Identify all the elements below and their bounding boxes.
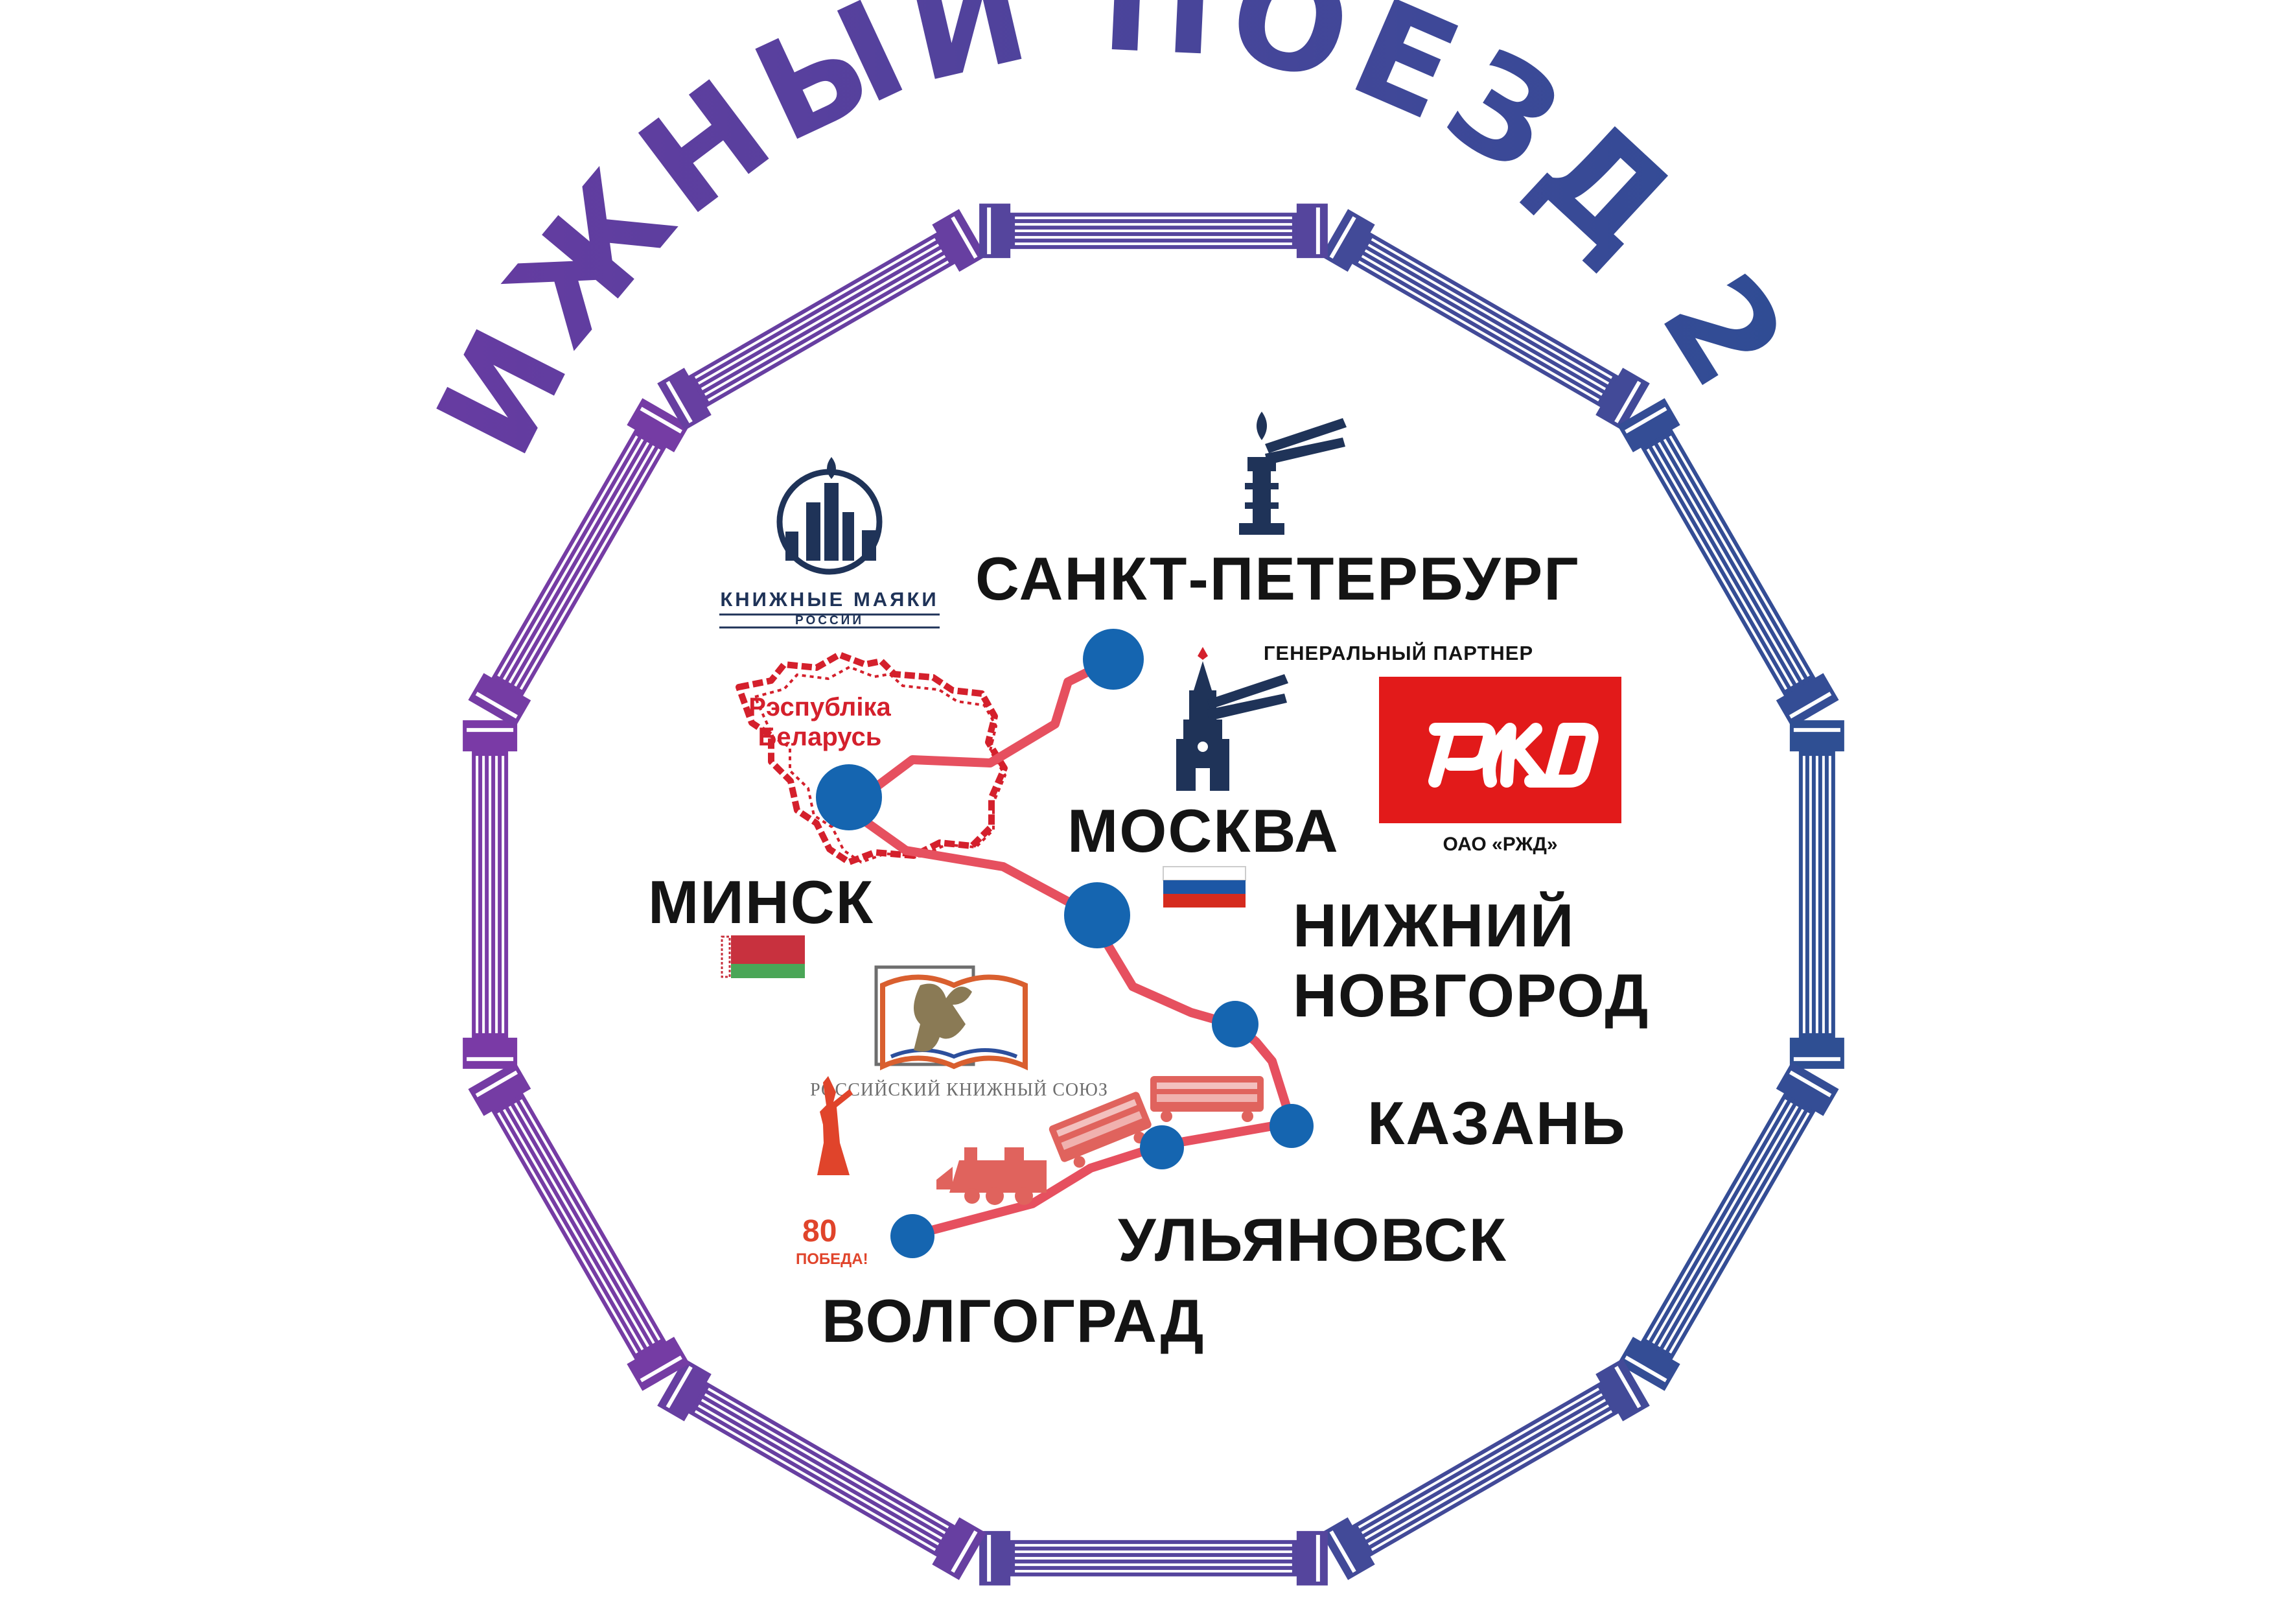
city-label-kazan: КАЗАНЬ [1367, 1089, 1626, 1157]
victory-number: 80 [802, 1214, 837, 1248]
title-text: КНИЖНЫЙ ПОЕЗД 2025 [0, 0, 1811, 479]
mayaki-title: КНИЖНЫЕ МАЯКИ [720, 588, 938, 611]
victory-text: ПОБЕДА! [796, 1250, 868, 1268]
belarus-outline: Рэспубліка Беларусь [736, 651, 1008, 865]
knizhnye-mayaki-logo: КНИЖНЫЕ МАЯКИ РОССИИ [719, 457, 940, 629]
node-ulyanovsk [1140, 1125, 1184, 1169]
mayaki-subtitle: РОССИИ [795, 614, 864, 627]
rzd-emblem [1428, 723, 1599, 788]
frame-column [463, 720, 518, 1069]
node-volgograd [890, 1214, 934, 1258]
city-label-spb: САНКТ-ПЕТЕРБУРГ [975, 545, 1580, 613]
city-label-minsk: МИНСК [648, 868, 874, 936]
node-minsk [816, 764, 882, 830]
rostral-column-icon [1239, 412, 1347, 535]
frame-column [1321, 209, 1650, 431]
city-label-moscow: МОСКВА [1067, 797, 1339, 865]
rzd-logo-text: РЖД [1500, 729, 1502, 731]
node-moscow [1064, 882, 1130, 948]
city-label-nn-line2: НОВГОРОД [1293, 961, 1649, 1029]
city-label-volgograd: ВОЛГОГРАД [822, 1287, 1205, 1355]
frame-column [1617, 398, 1839, 727]
book-union-emblem: РОССИЙСКИЙ КНИЖНЫЙ СОЮЗ [810, 965, 1108, 1100]
belarus-flag [721, 935, 805, 978]
belarus-label-line1: Рэспубліка [748, 693, 891, 721]
city-label-nn-line1: НИЖНИЙ [1293, 891, 1575, 959]
node-nn [1212, 1001, 1258, 1048]
russia-flag [1163, 866, 1246, 908]
rzd-partner-block: ГЕНЕРАЛЬНЫЙ ПАРТНЕР РЖД ОАО «РЖД» [1264, 641, 1621, 855]
node-spb [1083, 629, 1144, 690]
belarus-label-line2: Беларусь [758, 723, 882, 751]
column-frame [463, 204, 1844, 1586]
city-label-ulyanovsk: УЛЬЯНОВСК [1118, 1206, 1507, 1274]
frame-column [1789, 720, 1844, 1069]
frame-column [657, 209, 986, 431]
book-union-caption: РОССИЙСКИЙ КНИЖНЫЙ СОЮЗ [810, 1080, 1108, 1100]
frame-column [468, 1062, 690, 1391]
partner-caption: ГЕНЕРАЛЬНЫЙ ПАРТНЕР [1264, 641, 1533, 664]
frame-column [979, 1530, 1328, 1586]
victory-80-emblem: 80 ПОБЕДА! [796, 1076, 868, 1268]
partner-company: ОАО «РЖД» [1443, 834, 1558, 855]
frame-column [468, 398, 690, 727]
frame-column [657, 1358, 986, 1580]
node-kazan [1270, 1104, 1314, 1148]
route-nodes [816, 629, 1314, 1258]
train-icon [936, 1076, 1264, 1205]
page-title: КНИЖНЫЙ ПОЕЗД 2025 [0, 0, 1820, 479]
frame-column [979, 204, 1328, 259]
frame-column [1617, 1062, 1839, 1391]
kremlin-tower-icon [1176, 647, 1288, 791]
frame-column [1321, 1358, 1650, 1580]
